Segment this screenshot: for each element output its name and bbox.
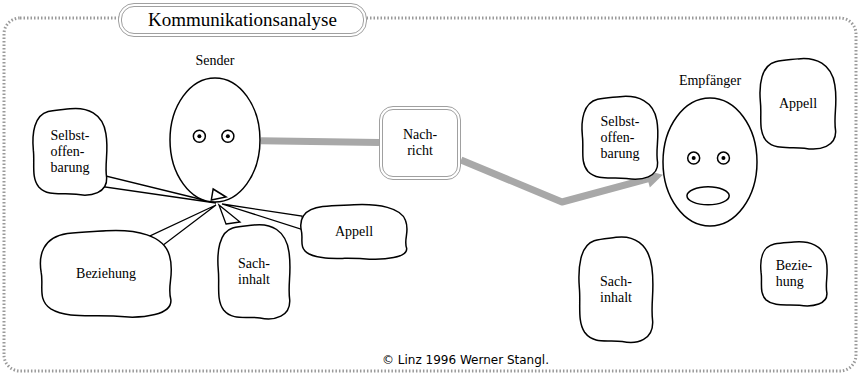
node-label: Beziehung — [76, 266, 136, 282]
diagram-title: Kommunikationsanalyse — [118, 3, 367, 37]
blob-frame — [582, 96, 658, 179]
side-petal: Beziehung — [37, 228, 175, 320]
node-label: Bezie- hung — [776, 258, 813, 290]
mouth — [211, 189, 226, 200]
eye — [193, 130, 205, 142]
blob-path — [301, 205, 407, 260]
outer-frame — [4, 18, 856, 371]
blob-path — [760, 59, 836, 149]
ear: Appell — [758, 56, 838, 152]
mouth — [687, 187, 729, 205]
blob-frame — [761, 242, 827, 306]
copyright-note: © Linz 1996 Werner Stangl. — [379, 353, 552, 367]
blob-frame — [301, 205, 407, 260]
eye — [222, 130, 234, 142]
side-petal: Selbst- offen- barung — [31, 106, 109, 198]
ear: Bezie- hung — [759, 240, 829, 308]
node-label: Appell — [335, 224, 373, 240]
blob-path — [33, 108, 107, 195]
node-label: Sach- inhalt — [600, 274, 632, 306]
blob-path — [582, 96, 658, 179]
pupil — [197, 134, 201, 138]
blob-path — [761, 242, 827, 306]
message-box: Nach- richt — [379, 106, 461, 180]
node-label: Selbst- offen- barung — [601, 114, 640, 162]
blob-path — [218, 225, 290, 319]
blob-frame — [760, 59, 836, 149]
node-label: Sach- inhalt — [238, 256, 270, 288]
blob-frame — [33, 108, 107, 195]
blob-frame — [218, 225, 290, 319]
ear: Selbst- offen- barung — [580, 94, 660, 182]
side-petal: Appell — [298, 203, 410, 261]
head-label: Empfänger — [679, 73, 741, 89]
eye — [717, 152, 729, 164]
node-label: Nach- richt — [403, 127, 437, 159]
pupil — [721, 156, 725, 160]
face-outline — [170, 78, 260, 202]
pupil — [226, 134, 230, 138]
pupil — [692, 156, 696, 160]
head-outline — [169, 77, 261, 203]
blob-frame — [40, 230, 171, 317]
node-label: Appell — [779, 96, 817, 112]
petal-stem — [150, 205, 216, 246]
message-arrow — [261, 141, 379, 143]
eye — [688, 152, 700, 164]
face-outline — [663, 98, 757, 226]
node-label: Selbst- offen- barung — [51, 128, 90, 176]
sender-head: Sender — [169, 77, 261, 203]
arrow-shaft — [261, 141, 379, 143]
head-outline — [662, 97, 758, 227]
blob-frame — [579, 237, 653, 342]
blob-path — [40, 230, 171, 317]
head-label: Sender — [196, 53, 235, 69]
side-petal: Sach- inhalt — [216, 222, 292, 322]
receiver-head: Empfänger — [662, 97, 758, 227]
ear: Sach- inhalt — [577, 234, 655, 346]
blob-path — [579, 237, 653, 342]
